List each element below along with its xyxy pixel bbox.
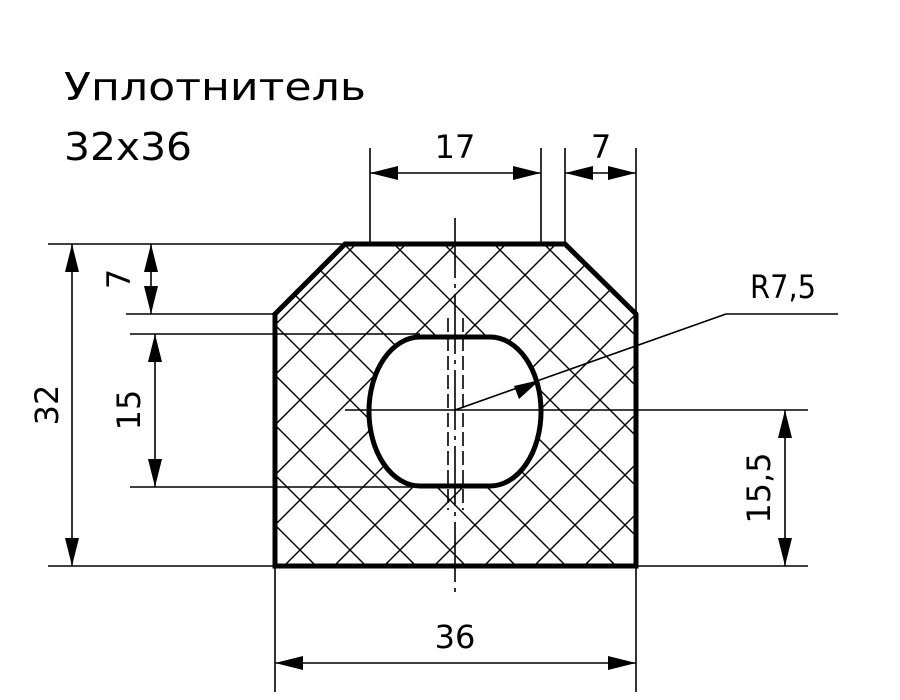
hatch-line xyxy=(275,244,636,566)
hatch-line xyxy=(499,244,636,566)
arrow-17-right xyxy=(513,166,541,180)
hatch-line xyxy=(549,244,636,566)
dim-label-left-chamfer: 7 xyxy=(100,269,138,289)
arrow-36-left xyxy=(275,656,303,670)
arrow-15-top xyxy=(148,334,162,362)
radius-leader xyxy=(454,313,727,411)
arrow-17-left xyxy=(370,166,398,180)
hatch-line xyxy=(499,244,636,566)
hatch-line xyxy=(275,244,636,566)
arrow-32-bottom xyxy=(65,538,79,566)
dim-label-overall-height: 32 xyxy=(28,385,66,426)
arrow-32-top xyxy=(65,244,79,272)
arrow-7-left-top xyxy=(144,244,158,272)
hole-outline xyxy=(366,334,544,489)
arrow-15-5-bottom xyxy=(778,538,792,566)
dim-label-top-right: 7 xyxy=(591,128,611,166)
arrow-15-bottom xyxy=(148,459,162,487)
arrow-7-top-right xyxy=(608,166,636,180)
hatch-line xyxy=(275,244,636,566)
arrow-7-top-left xyxy=(565,166,593,180)
hatch-line xyxy=(549,244,636,566)
dim-label-hole-center: 15,5 xyxy=(740,452,778,523)
hatch-line xyxy=(599,244,636,566)
part-size: 32x36 xyxy=(64,125,192,169)
arrow-15-5-top xyxy=(778,410,792,438)
part-title: Уплотнитель xyxy=(64,65,366,109)
arrow-7-left-bottom xyxy=(144,286,158,314)
dim-label-overall-width: 36 xyxy=(435,618,476,656)
hatch-line xyxy=(275,244,636,566)
dim-label-top-width: 17 xyxy=(435,128,476,166)
hatch-line xyxy=(650,0,900,700)
radius-arrow xyxy=(514,380,540,399)
dim-label-radius: R7,5 xyxy=(750,268,816,306)
arrow-36-right xyxy=(608,656,636,670)
dim-label-hole-height: 15 xyxy=(110,390,148,431)
